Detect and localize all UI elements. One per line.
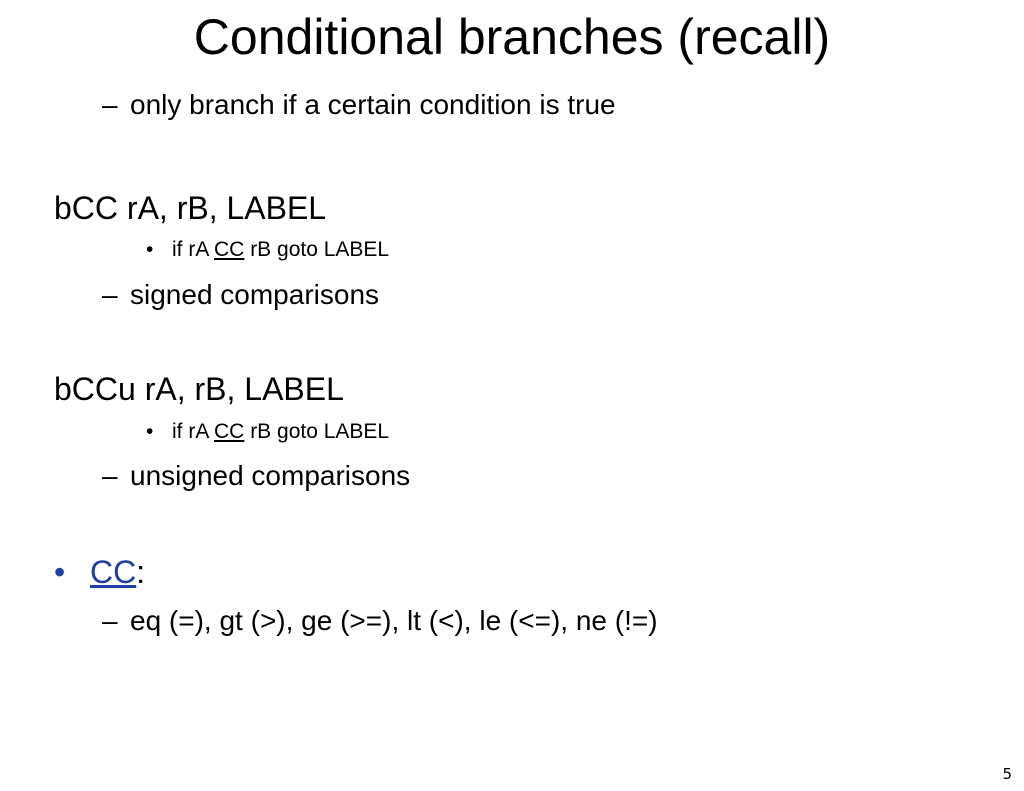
cc-label: CC: <box>90 553 145 591</box>
signed-desc-cc: CC <box>214 238 245 261</box>
unsigned-note-line: – unsigned comparisons <box>102 459 602 493</box>
dash-marker: – <box>102 89 118 120</box>
unsigned-desc: if rA CC rB goto LABEL <box>172 419 389 445</box>
unsigned-desc-prefix: if rA <box>172 420 215 443</box>
intro-line: – only branch if a certain condition is … <box>102 88 802 122</box>
signed-note: signed comparisons <box>130 279 380 310</box>
bullet-marker: • <box>146 420 154 443</box>
cc-values-line: – eq (=), gt (>), ge (>=), lt (<), le (<… <box>102 604 902 638</box>
dash-marker: – <box>102 605 118 636</box>
signed-command: bCC rA, rB, LABEL <box>54 190 327 226</box>
unsigned-desc-line: • if rA CC rB goto LABEL <box>146 419 546 445</box>
bullet-marker: • <box>54 554 66 590</box>
cc-values: eq (=), gt (>), ge (>=), lt (<), le (<=)… <box>130 605 658 636</box>
signed-desc: if rA CC rB goto LABEL <box>172 237 389 263</box>
unsigned-note: unsigned comparisons <box>130 460 411 491</box>
signed-desc-suffix: rB goto LABEL <box>244 238 390 261</box>
cc-link[interactable]: CC <box>90 554 137 590</box>
dash-marker: – <box>102 460 118 491</box>
bullet-marker: • <box>146 238 154 261</box>
signed-desc-line: • if rA CC rB goto LABEL <box>146 237 546 263</box>
unsigned-command: bCCu rA, rB, LABEL <box>54 371 344 407</box>
slide-number: 5 <box>1002 765 1012 783</box>
signed-desc-prefix: if rA <box>172 238 215 261</box>
unsigned-desc-cc: CC <box>214 420 245 443</box>
intro-text: only branch if a certain condition is tr… <box>130 89 616 120</box>
cc-colon: : <box>136 554 146 590</box>
dash-marker: – <box>102 279 118 310</box>
signed-note-line: – signed comparisons <box>102 278 602 312</box>
cc-bullet-line: • CC: <box>54 553 354 591</box>
slide-title: Conditional branches (recall) <box>193 9 831 65</box>
unsigned-desc-suffix: rB goto LABEL <box>244 420 390 443</box>
